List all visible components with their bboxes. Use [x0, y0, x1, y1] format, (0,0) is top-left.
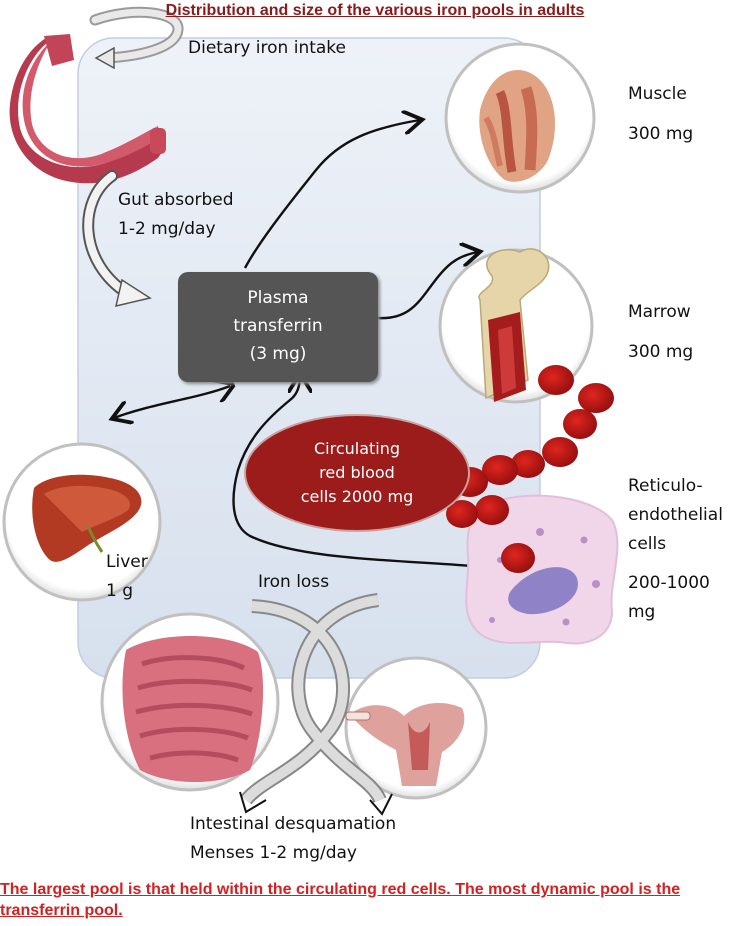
arrow-plasma-to-marrow — [377, 252, 478, 320]
liver-label: Liver 1 g — [106, 548, 148, 606]
iron-loss-label: Iron loss — [258, 572, 330, 592]
marrow-label: Marrow 300 mg — [628, 292, 693, 372]
plasma-line2: transferrin — [233, 316, 323, 336]
stomach-illustration — [9, 34, 166, 184]
gut-absorbed-line2: 1-2 mg/day — [118, 219, 216, 239]
rbc-line2: red blood — [319, 463, 395, 482]
plasma-line3: (3 mg) — [249, 344, 307, 364]
intestines-illustration — [100, 612, 280, 792]
reticulo-line1: Reticulo- — [628, 476, 703, 496]
gut-absorbed-arrow — [82, 170, 152, 308]
losses-line1: Intestinal desquamation — [190, 814, 397, 834]
uterus-illustration — [344, 656, 488, 800]
plasma-transferrin-box: Plasma transferrin (3 mg) — [178, 272, 378, 382]
diagram-title: Distribution and size of the various iro… — [165, 2, 585, 19]
liver-name: Liver — [106, 552, 148, 572]
liver-amount: 1 g — [106, 581, 134, 601]
losses-line2: Menses 1-2 mg/day — [190, 843, 357, 863]
marrow-name: Marrow — [628, 302, 691, 322]
circulating-rbc-pool: Circulating red blood cells 2000 mg — [244, 414, 470, 532]
rbc-line1: Circulating — [313, 439, 401, 458]
reticulo-line3: cells — [628, 534, 667, 554]
arrow-plasma-liver — [114, 386, 230, 418]
losses-label: Intestinal desquamation Menses 1-2 mg/da… — [190, 810, 396, 868]
arrow-plasma-to-muscle — [243, 120, 420, 269]
gut-absorbed-label: Gut absorbed 1-2 mg/day — [118, 186, 234, 244]
marrow-amount: 300 mg — [628, 342, 694, 362]
reticulo-line5: mg — [628, 602, 656, 622]
footer-note: The largest pool is that held within the… — [0, 881, 681, 919]
bone-marrow-illustration — [438, 248, 594, 404]
dietary-intake-label: Dietary iron intake — [188, 38, 347, 58]
dietary-intake-arrow — [89, 6, 184, 70]
muscle-amount: 300 mg — [628, 124, 694, 144]
muscle-name: Muscle — [628, 84, 687, 104]
rbc-line3: cells 2000 mg — [300, 487, 414, 506]
muscle-illustration — [444, 42, 596, 194]
muscle-label: Muscle 300 mg — [628, 74, 693, 154]
iron-loss-arrows — [239, 593, 393, 816]
reticuloendothelial-label: Reticulo- endothelial cells 200-1000 mg — [628, 472, 723, 627]
reticulo-line4: 200-1000 — [628, 573, 710, 593]
liver-illustration — [2, 442, 162, 602]
reticulo-line2: endothelial — [628, 505, 723, 525]
gut-absorbed-line1: Gut absorbed — [118, 190, 234, 210]
plasma-line1: Plasma — [247, 288, 309, 308]
arrow-reticulo-to-plasma — [232, 376, 473, 568]
reticuloendothelial-cell-illustration — [465, 494, 619, 645]
red-blood-cells — [446, 365, 614, 573]
